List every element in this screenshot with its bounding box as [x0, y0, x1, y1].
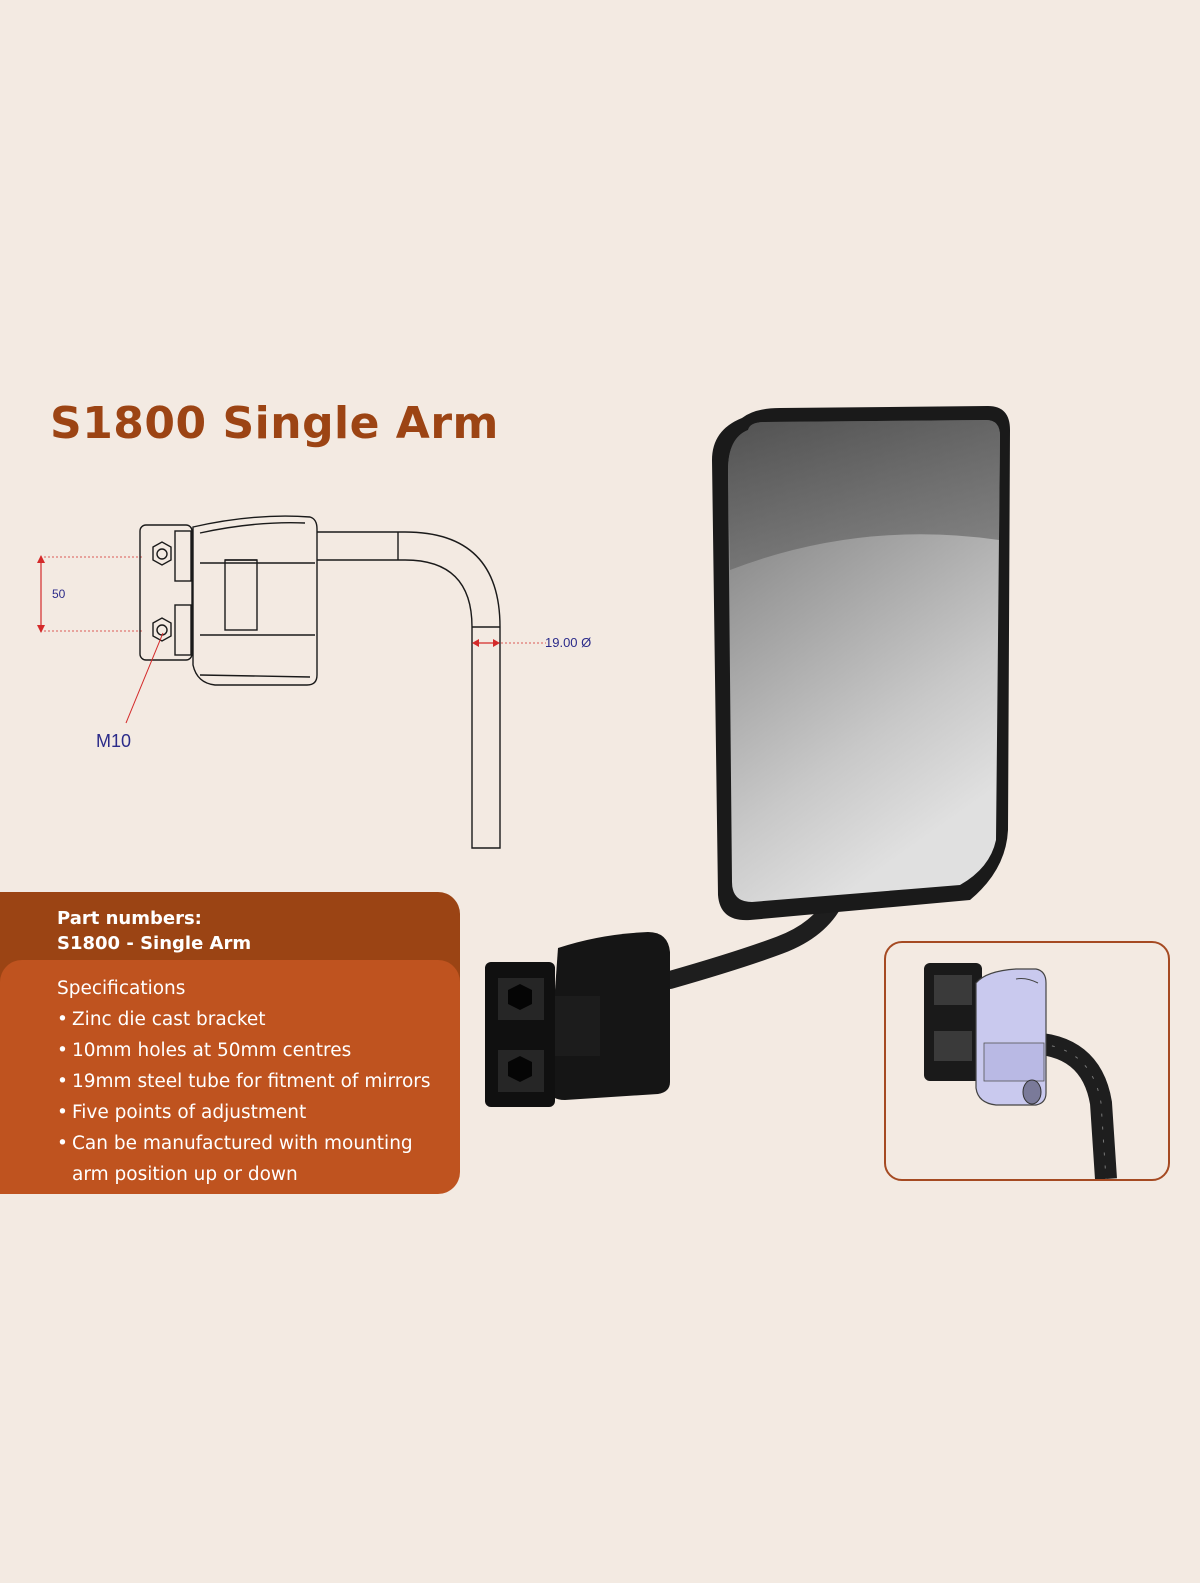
- thread-label: M10: [96, 731, 131, 751]
- spacing-dimension-label: 50: [52, 587, 66, 601]
- specifications: Specifications Zinc die cast bracket 10m…: [57, 973, 452, 1190]
- part-numbers-heading: Part numbers:: [57, 908, 202, 929]
- tube-dimension-label: 19.00 Ø: [545, 635, 591, 650]
- spec-item: 10mm holes at 50mm centres: [57, 1035, 452, 1066]
- tube-dimension: [472, 639, 546, 647]
- technical-drawing: 50 19.00 Ø M10: [37, 515, 591, 849]
- spec-item: 19mm steel tube for fitment of mirrors: [57, 1066, 452, 1097]
- spec-item: Can be manufactured with mounting arm po…: [57, 1128, 452, 1190]
- specifications-list: Zinc die cast bracket 10mm holes at 50mm…: [57, 1004, 452, 1190]
- bracket-render-icon: [924, 963, 1117, 1179]
- page-title: S1800 Single Arm: [50, 398, 499, 449]
- spec-item: Five points of adjustment: [57, 1097, 452, 1128]
- part-number-item: S1800 - Single Arm: [57, 933, 252, 954]
- bracket-outline: [139, 515, 501, 849]
- specifications-heading: Specifications: [57, 978, 186, 999]
- spec-item: Zinc die cast bracket: [57, 1004, 452, 1035]
- part-numbers: Part numbers: S1800 - Single Arm: [57, 906, 251, 956]
- spacing-dimension: [37, 555, 143, 633]
- mirror-product-image: [485, 406, 1010, 1107]
- bracket-inset-image: [884, 941, 1170, 1181]
